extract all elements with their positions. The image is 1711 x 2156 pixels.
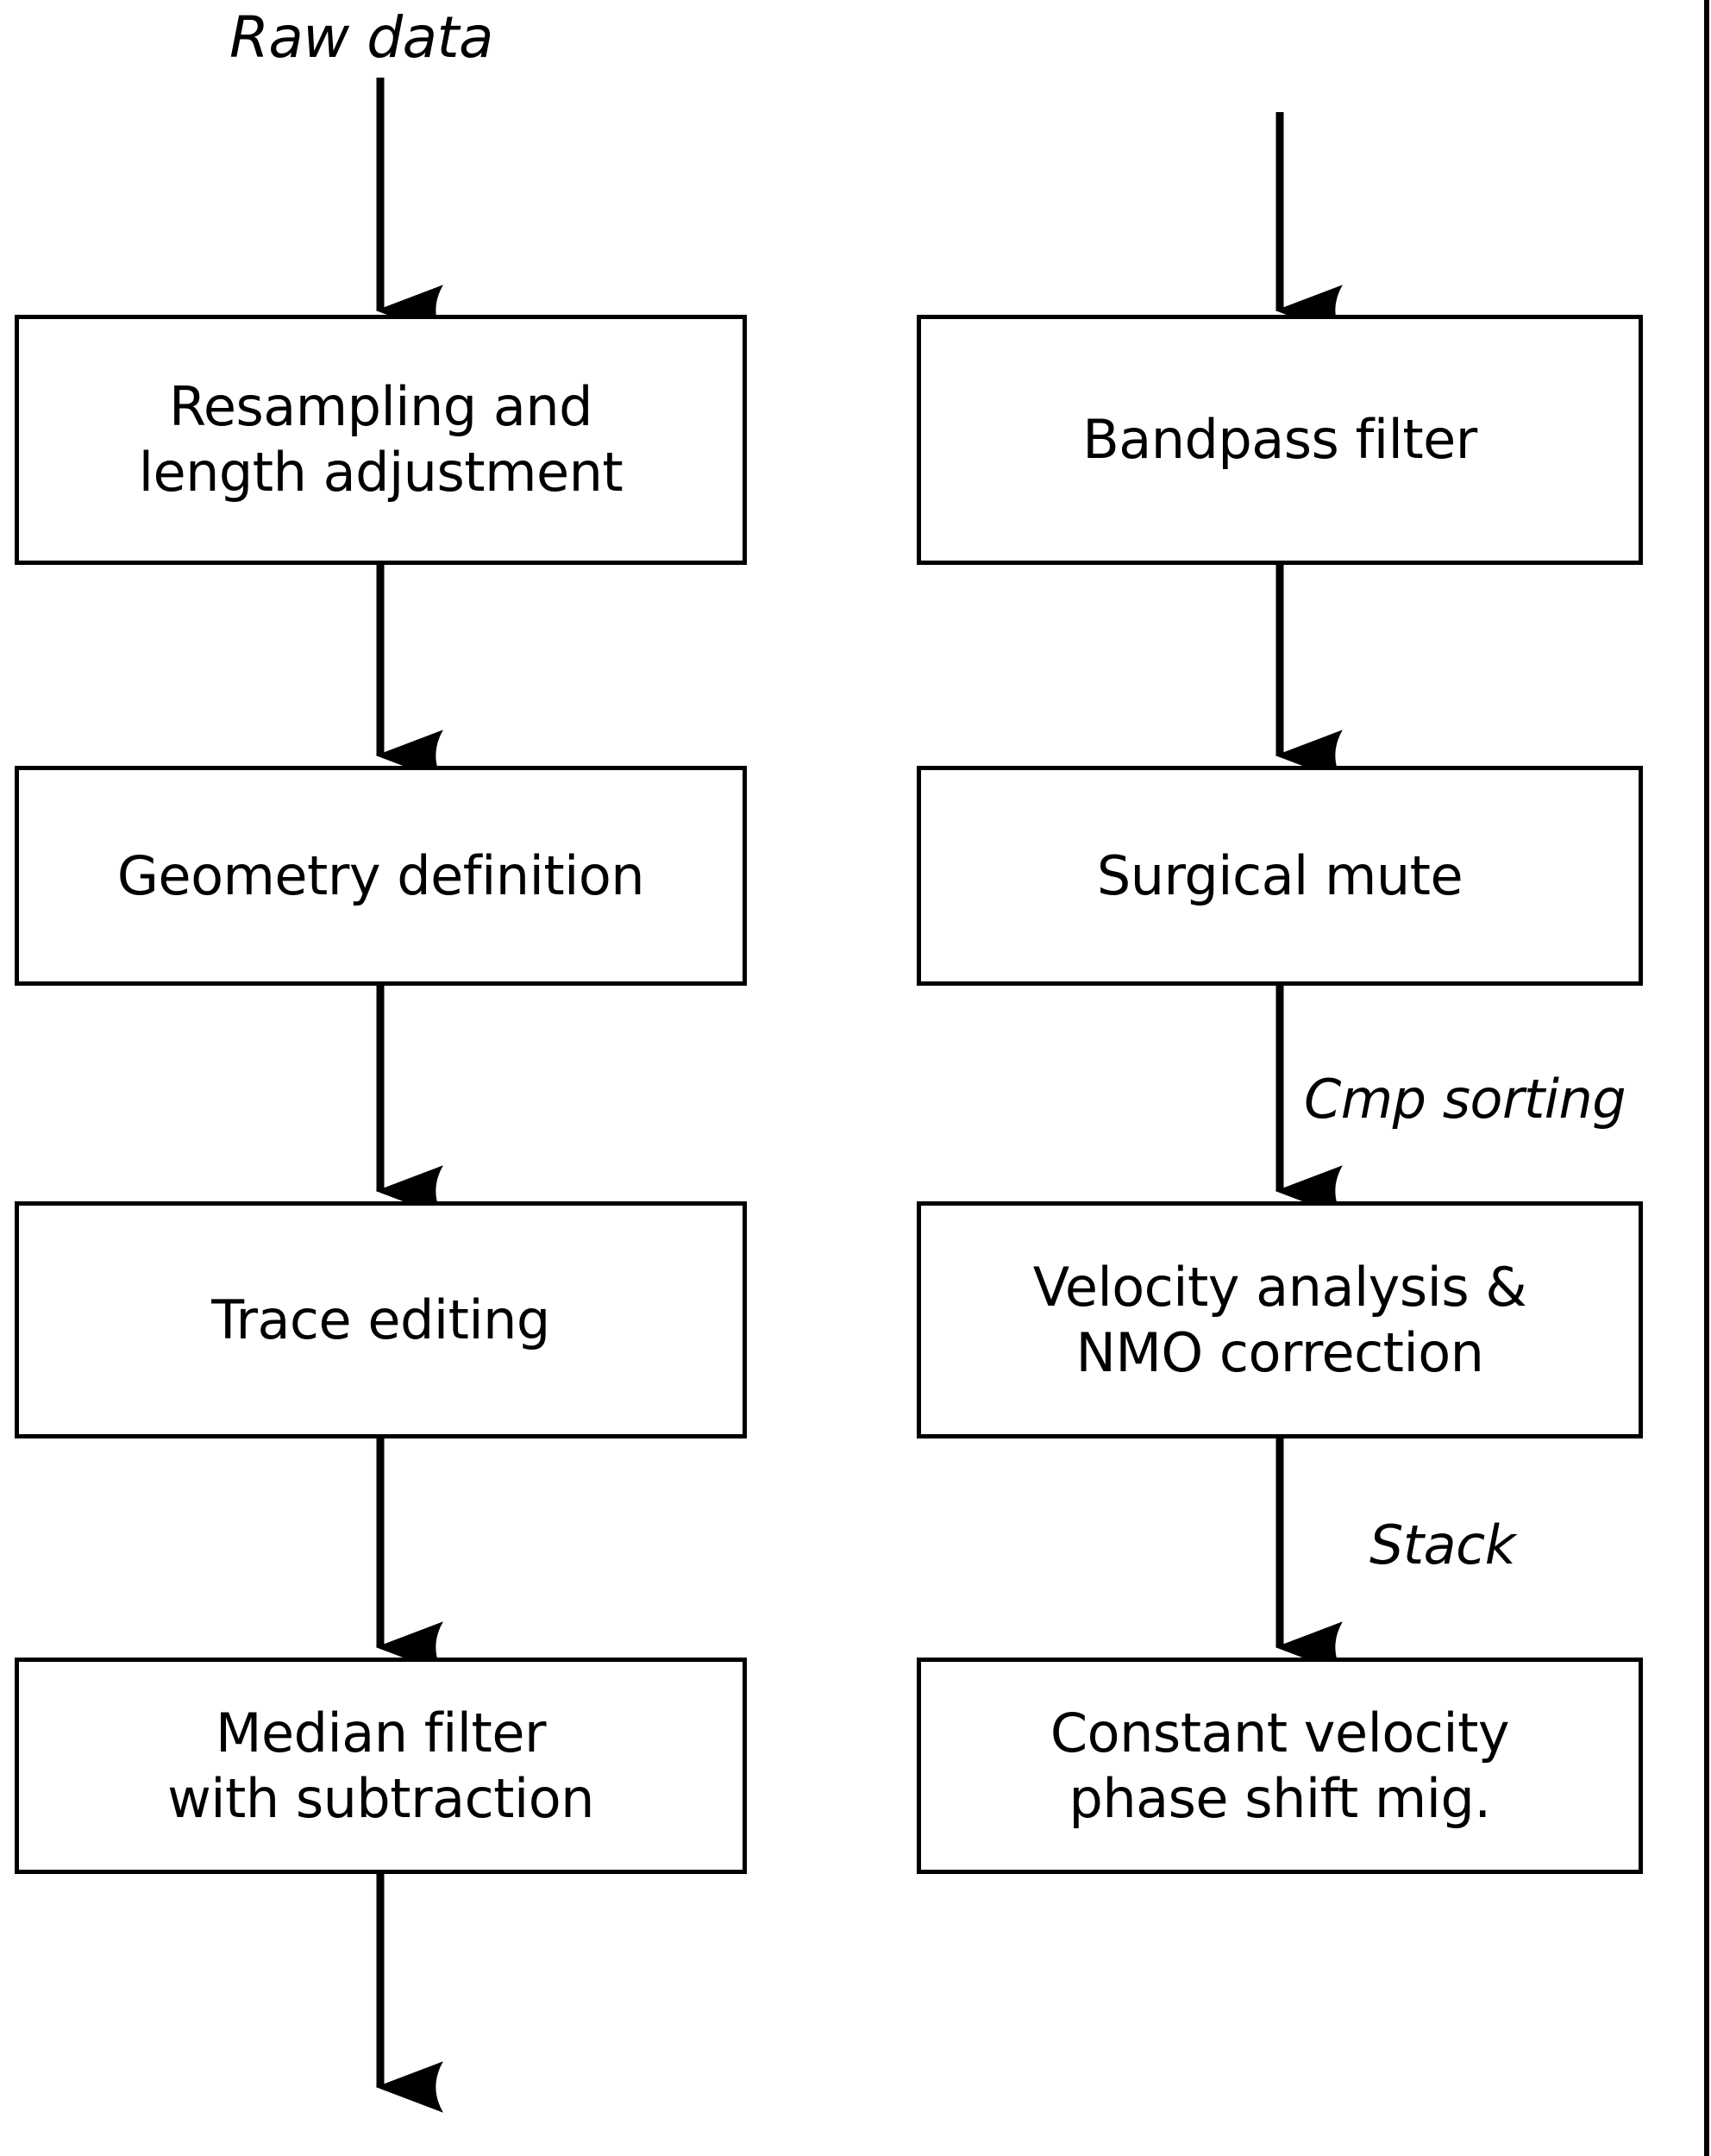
node-geometry-definition[interactable]: Geometry definition [15, 766, 747, 986]
edge-label-cmp-sorting: Cmp sorting [1304, 1068, 1626, 1131]
node-velocity-analysis-and-nmo-correction[interactable]: Velocity analysis & NMO correction [917, 1201, 1643, 1438]
node-surgical-mute[interactable]: Surgical mute [917, 766, 1643, 986]
node-trace-editing[interactable]: Trace editing [15, 1201, 747, 1438]
raw-data-label: Raw data [229, 4, 493, 71]
edge-label-stack: Stack [1369, 1514, 1516, 1576]
node-bandpass-filter[interactable]: Bandpass filter [917, 315, 1643, 565]
node-median-filter-with-subtraction[interactable]: Median filter with subtraction [15, 1658, 747, 1874]
node-resampling-and-length-adjustment[interactable]: Resampling and length adjustment [15, 315, 747, 565]
node-constant-velocity-phase-shift-migration[interactable]: Constant velocity phase shift mig. [917, 1658, 1643, 1874]
